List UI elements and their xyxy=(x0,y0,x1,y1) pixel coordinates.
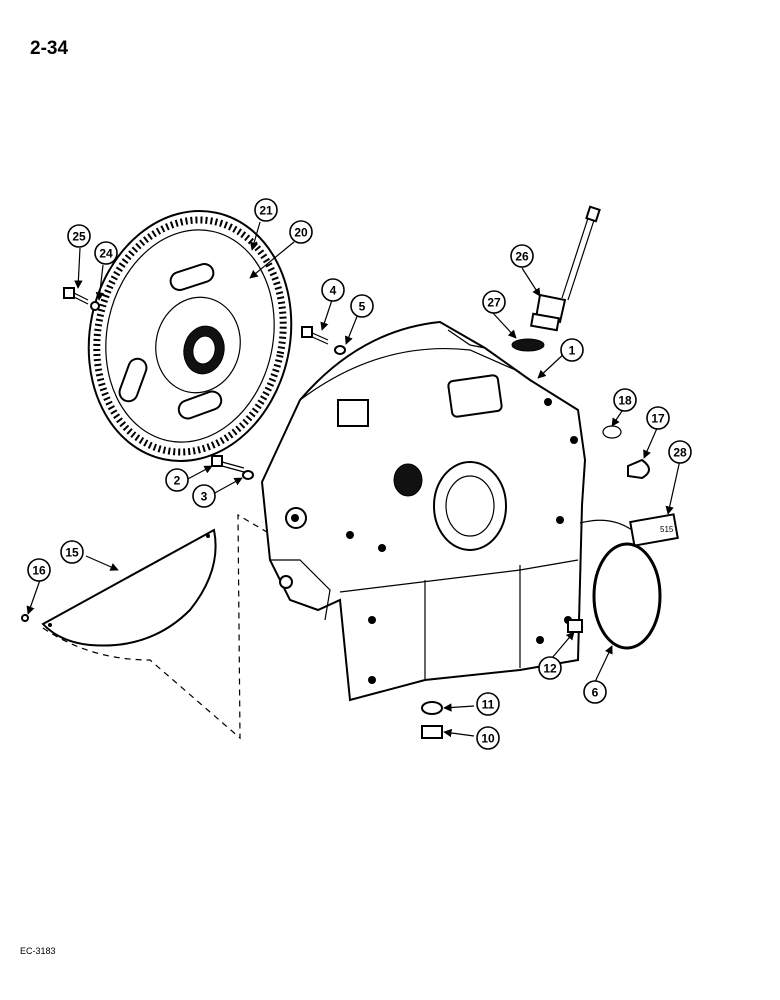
speed-sensor xyxy=(529,205,601,332)
callout-20: 20 xyxy=(289,220,313,244)
callout-16: 16 xyxy=(27,558,51,582)
bolt-4 xyxy=(301,326,329,345)
sensor-label: 515 xyxy=(660,525,674,534)
callout-number: 16 xyxy=(32,564,46,578)
washer-18 xyxy=(602,425,622,439)
callout-number: 10 xyxy=(481,732,495,746)
washer-24 xyxy=(90,301,100,311)
plug-17 xyxy=(627,458,650,480)
callout-number: 21 xyxy=(259,204,273,218)
callout-25: 25 xyxy=(67,224,91,248)
callout-17: 17 xyxy=(646,406,670,430)
callout-24: 24 xyxy=(94,241,118,265)
callout-number: 15 xyxy=(65,546,79,560)
callout-number: 1 xyxy=(569,344,576,358)
callout-5: 5 xyxy=(350,294,374,318)
callout-number: 28 xyxy=(673,446,687,460)
callout-number: 26 xyxy=(515,250,529,264)
callout-18: 18 xyxy=(613,388,637,412)
callout-21: 21 xyxy=(254,198,278,222)
o-ring-6 xyxy=(592,542,662,650)
callout-number: 17 xyxy=(651,412,665,426)
washer-3 xyxy=(242,470,254,480)
nut-10 xyxy=(421,725,443,739)
callout-27: 27 xyxy=(482,290,506,314)
flywheel-housing xyxy=(260,320,587,702)
figure-code: EC-3183 xyxy=(20,946,56,956)
callout-number: 24 xyxy=(99,247,113,261)
callout-number: 20 xyxy=(294,226,308,240)
callout-15: 15 xyxy=(60,540,84,564)
sensor-28: 515 xyxy=(579,513,679,547)
callout-11: 11 xyxy=(476,692,500,716)
callout-4: 4 xyxy=(321,278,345,302)
callout-number: 6 xyxy=(592,686,599,700)
callout-number: 11 xyxy=(482,698,495,712)
flywheel xyxy=(87,210,293,462)
callout-2: 2 xyxy=(165,468,189,492)
callout-number: 18 xyxy=(618,394,632,408)
callout-12: 12 xyxy=(538,656,562,680)
washer-5 xyxy=(334,345,346,355)
screw-16 xyxy=(21,614,29,622)
callout-number: 27 xyxy=(487,296,501,310)
callout-number: 2 xyxy=(174,474,181,488)
washer-11 xyxy=(421,701,443,715)
callout-number: 3 xyxy=(201,490,208,504)
callout-28: 28 xyxy=(668,440,692,464)
callout-3: 3 xyxy=(192,484,216,508)
callout-number: 25 xyxy=(72,230,86,244)
leader-lines xyxy=(26,221,681,738)
callout-number: 12 xyxy=(543,662,557,676)
inspection-cover xyxy=(41,513,273,740)
page-number: 2-34 xyxy=(30,38,69,59)
callout-26: 26 xyxy=(510,244,534,268)
washer-27 xyxy=(511,338,545,352)
callout-1: 1 xyxy=(560,338,584,362)
dowel-12 xyxy=(567,619,583,633)
callout-number: 5 xyxy=(359,300,366,314)
bolt-2 xyxy=(211,455,245,473)
bolt-25 xyxy=(63,287,89,305)
callout-number: 4 xyxy=(330,284,337,298)
callout-6: 6 xyxy=(583,680,607,704)
callout-10: 10 xyxy=(476,726,500,750)
